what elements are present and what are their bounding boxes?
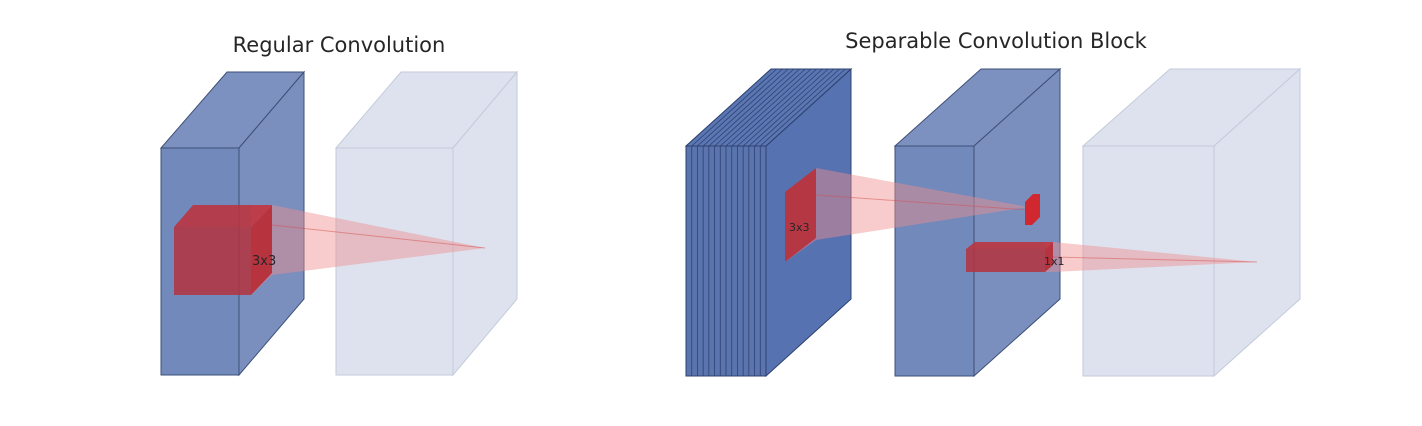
slice-top-edge bbox=[720, 68, 806, 147]
slice-top-edge bbox=[702, 68, 789, 147]
separable-output-front bbox=[1082, 145, 1215, 377]
pointwise-kernel-1x1 bbox=[966, 242, 1053, 272]
pointwise-projection-cone bbox=[1045, 242, 1257, 272]
slice-top-edge bbox=[737, 68, 823, 147]
kernel-label: 3x3 bbox=[252, 254, 276, 269]
slice-top-edge bbox=[714, 68, 800, 147]
separable-convolution-panel: Separable Convolution Block bbox=[684, 29, 1302, 378]
pointwise-kernel-front bbox=[966, 249, 1045, 272]
depthwise-output-cell-shape bbox=[1025, 194, 1040, 225]
depthwise-center-line bbox=[815, 194, 1029, 211]
slice-top-edge bbox=[731, 68, 817, 147]
depthwise-kernel-side bbox=[785, 168, 816, 262]
slice-top-edge bbox=[697, 68, 783, 147]
projection-center-line bbox=[271, 224, 486, 249]
kernel-front bbox=[174, 227, 251, 295]
output-block bbox=[334, 70, 519, 377]
slice-top-edge bbox=[765, 68, 852, 147]
slice-lines bbox=[685, 68, 852, 147]
slice-top-edge bbox=[691, 68, 777, 147]
output-block-front bbox=[335, 147, 454, 376]
pointwise-label: 1x1 bbox=[1044, 255, 1065, 268]
slice-top-edge bbox=[708, 68, 795, 147]
kernel-3x3 bbox=[174, 205, 272, 295]
slice-top-edge bbox=[754, 68, 840, 147]
slice-top-edge bbox=[685, 68, 772, 147]
intermediate-block bbox=[893, 67, 1062, 378]
depthwise-label: 3x3 bbox=[789, 221, 810, 234]
intermediate-block-front bbox=[894, 145, 975, 377]
slice-top-edge bbox=[760, 68, 846, 147]
slice-top-edge bbox=[748, 68, 835, 147]
regular-convolution-panel: Regular Convolution 3x3 bbox=[159, 33, 519, 377]
slice-top-edge bbox=[725, 68, 812, 147]
separable-output-block bbox=[1081, 67, 1302, 378]
depthwise-output-cell bbox=[1025, 194, 1040, 225]
depthwise-projection-cone bbox=[785, 168, 1028, 262]
slice-front-lines bbox=[691, 146, 761, 376]
depthwise-kernel-3x3 bbox=[785, 168, 816, 262]
left-panel-title: Regular Convolution bbox=[233, 33, 446, 57]
pointwise-kernel-side bbox=[1045, 242, 1053, 272]
pointwise-center-line bbox=[1052, 256, 1258, 263]
slice-top-edge bbox=[742, 68, 829, 147]
projection-cone bbox=[251, 205, 485, 295]
kernel-side bbox=[251, 205, 272, 295]
right-panel-title: Separable Convolution Block bbox=[845, 29, 1147, 53]
kernel-top bbox=[174, 205, 272, 227]
pointwise-kernel-top bbox=[966, 242, 1053, 249]
